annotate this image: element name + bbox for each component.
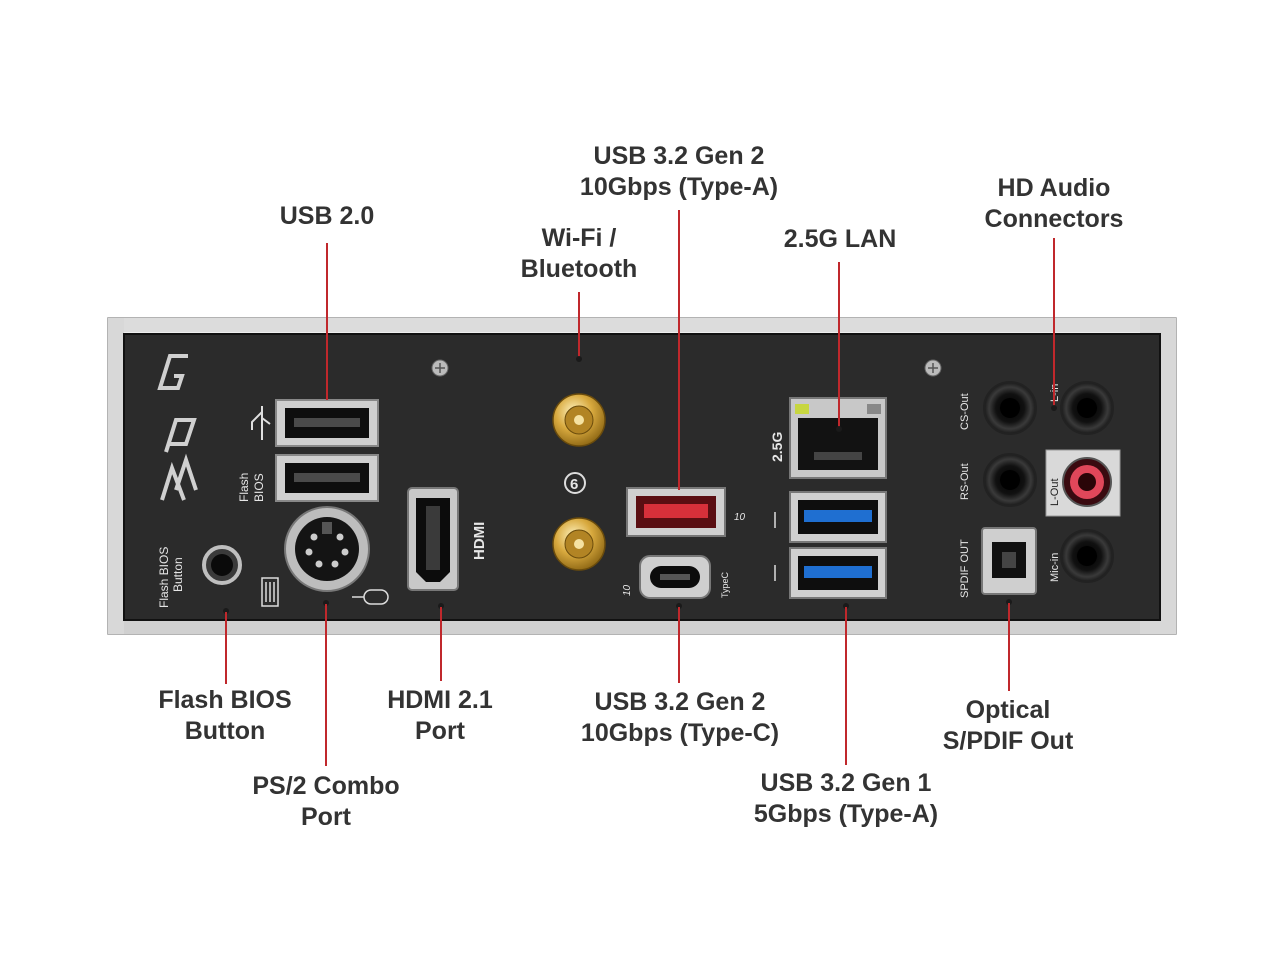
flash-bios-panel-label: Flash BIOS Button [157,543,185,608]
wifi-leader-dot [576,356,582,362]
screw-right [924,359,942,377]
wifi6-badge-icon: 6 [564,472,586,494]
typec-leader [678,607,680,683]
spdif-leader-dot [1006,599,1012,605]
wifi-antenna-bottom[interactable] [552,517,606,571]
callout-hd-audio: HD Audio Connectors [985,173,1124,235]
usb32-gen2-type-a-port[interactable] [626,487,726,537]
callout-flashbios-line1: Flash BIOS [158,686,292,714]
mic-in-jack[interactable] [1060,529,1114,583]
ss10-label-c: 10 [622,584,633,596]
usb20-port-bottom[interactable] [275,454,379,502]
callout-usb32g2a-line1: USB 3.2 Gen 2 [593,142,765,170]
callout-usb32g2c-line1: USB 3.2 Gen 2 [594,688,766,716]
callout-2.5g-lan: 2.5G LAN [784,224,897,255]
callout-optical-spdif: Optical S/PDIF Out [943,695,1074,757]
hdmi-logo: HDMI [471,522,488,560]
l-in-jack[interactable] [1060,381,1114,435]
usb20-flash-bios-label: Flash BIOS [237,469,266,502]
callout-hdmi-line2: Port [415,717,465,745]
callout-spdif-line2: S/PDIF Out [942,727,1074,755]
mouse-icon [352,589,389,605]
lan-leader-dot [836,426,842,432]
callout-spdif-line1: Optical [965,696,1051,724]
callout-lan-line1: 2.5G LAN [783,225,897,253]
ps2-combo-port[interactable] [284,506,370,592]
lan-label: 2.5G [769,432,785,462]
ps2-leader [325,604,327,766]
wifi-leader [578,292,580,358]
spdif-leader [1008,603,1010,691]
callout-flashbios-line2: Button [184,717,266,745]
callout-audio-line2: Connectors [984,205,1124,233]
usb32-gen2-type-c-port[interactable] [639,555,711,599]
keyboard-icon [261,577,279,607]
callout-usb32-gen2-type-c: USB 3.2 Gen 2 10Gbps (Type-C) [581,687,779,749]
callout-wifi-bluetooth: Wi-Fi / Bluetooth [521,223,638,285]
wifi-antenna-top[interactable] [552,393,606,447]
typec-leader-dot [676,603,682,609]
callout-usb32g2a-line2: 10Gbps (Type-A) [579,173,779,201]
flashbios-leader [225,612,227,684]
usb32g1-leader [845,607,847,765]
callout-usb20-line1: USB 2.0 [279,202,375,230]
svg-text:6: 6 [570,476,578,493]
callout-usb32-gen2-type-a: USB 3.2 Gen 2 10Gbps (Type-A) [580,141,778,203]
flash-bios-button[interactable] [202,545,242,585]
usb20-leader [326,243,328,400]
ps2-leader-dot [323,600,329,606]
usb32g1-leader-dot [843,603,849,609]
hdmi-leader-dot [438,603,444,609]
callout-usb32-gen1: USB 3.2 Gen 1 5Gbps (Type-A) [754,768,938,830]
rs-out-label: RS-Out [959,463,971,500]
callout-audio-line1: HD Audio [997,174,1111,202]
lan-leader [838,262,840,428]
usb32g2a-leader [678,210,680,490]
callout-wifi-line2: Bluetooth [520,255,638,283]
usb32-gen1-port-bottom[interactable] [789,547,887,599]
rs-out-jack[interactable] [983,453,1037,507]
l-in-label: L-in [1049,384,1061,402]
usb-icon [251,406,271,440]
usb20-port-top[interactable] [275,399,379,447]
flashbios-leader-dot [223,608,229,614]
mic-in-label: Mic-in [1049,553,1061,582]
usb32-gen1-port-top[interactable] [789,491,887,543]
cs-out-label: CS-Out [959,393,971,430]
callout-hdmi: HDMI 2.1 Port [387,685,493,747]
hdmi-port[interactable] [407,487,459,591]
hdmi-leader [440,607,442,681]
l-out-label: L-Out [1049,478,1061,506]
callout-wifi-line1: Wi-Fi / [541,224,617,252]
callout-ps2-line2: Port [301,803,351,831]
callout-hdmi-line1: HDMI 2.1 [387,686,493,714]
audio-leader [1053,238,1055,406]
callout-usb32g1-line2: 5Gbps (Type-A) [753,800,939,828]
callout-usb20: USB 2.0 [280,201,374,232]
spdif-panel-label: SPDIF OUT [959,539,971,598]
callout-usb32g1-line1: USB 3.2 Gen 1 [760,769,932,797]
typec-label: TypeC [720,571,730,598]
mpg-logo [157,354,198,501]
callout-flash-bios: Flash BIOS Button [158,685,291,747]
callout-ps2-line1: PS/2 Combo [252,772,400,800]
spdif-optical-port[interactable] [981,527,1037,595]
cs-out-jack[interactable] [983,381,1037,435]
callout-usb32g2c-line2: 10Gbps (Type-C) [580,719,780,747]
ss10-label-a: 10 [734,512,746,523]
l-out-jack[interactable] [1062,457,1112,507]
callout-ps2-combo: PS/2 Combo Port [252,771,399,833]
audio-leader-dot [1051,405,1057,411]
screw-left [431,359,449,377]
